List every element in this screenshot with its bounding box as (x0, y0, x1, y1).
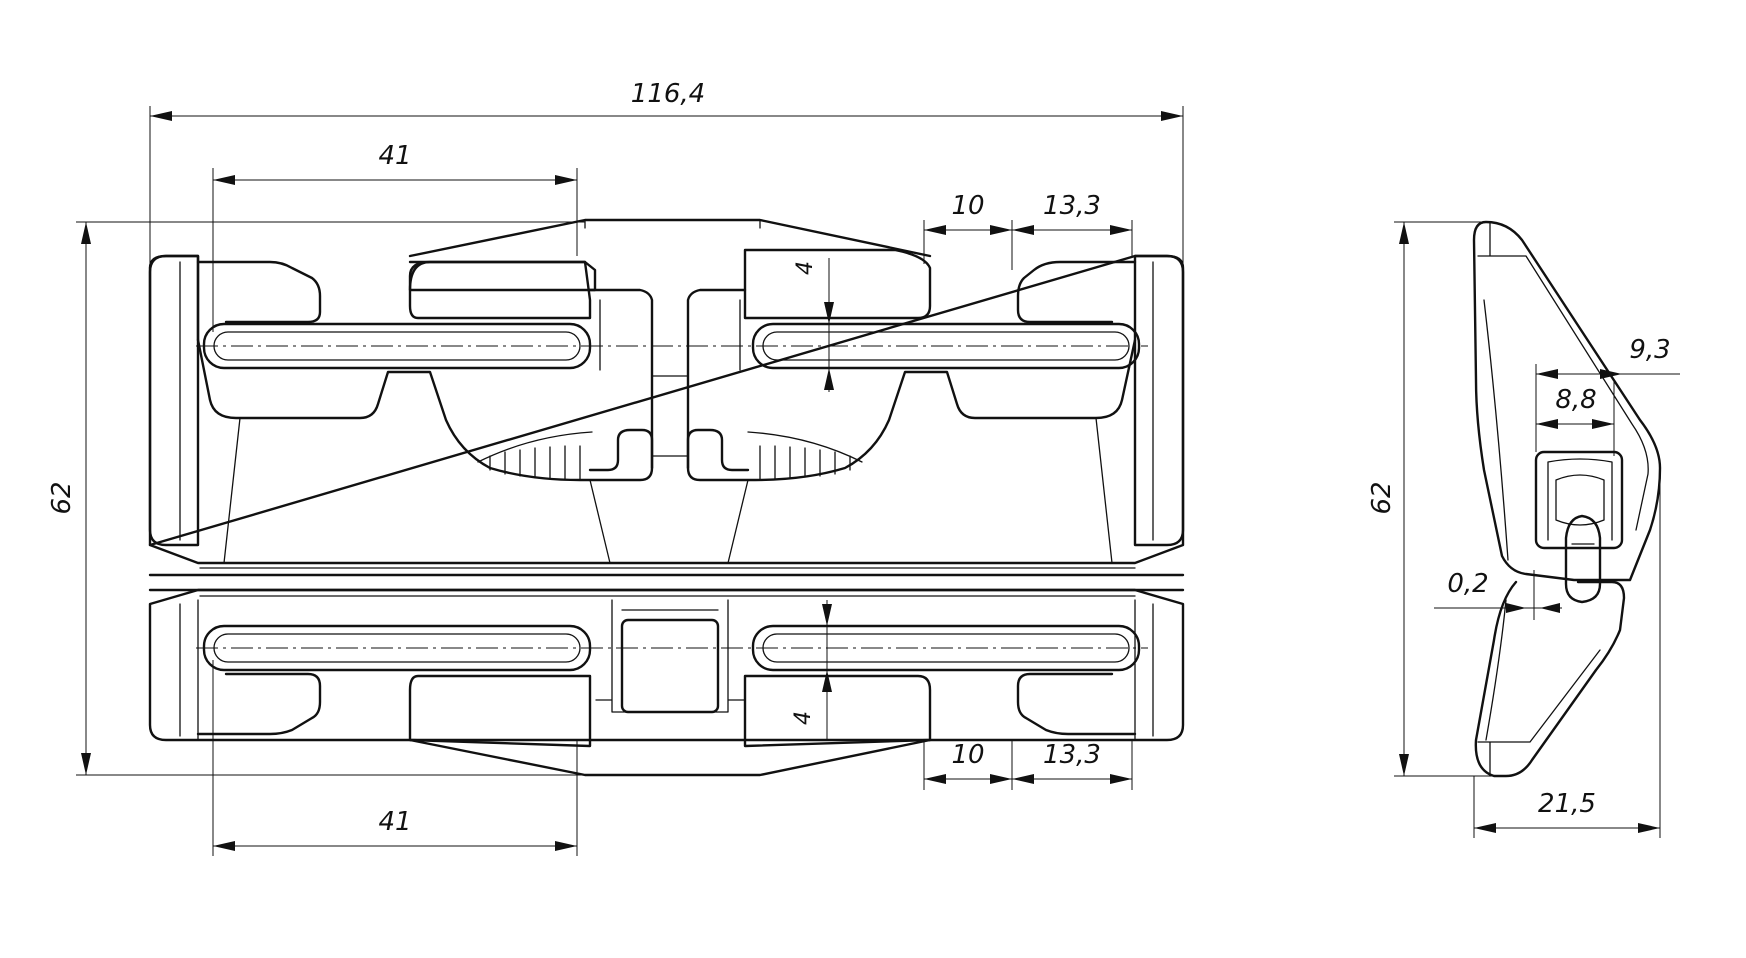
center-seam-detail (199, 567, 1136, 597)
arrow-41-bottom-left (213, 841, 235, 851)
arrow-13-bottom-right (1110, 774, 1132, 784)
center-seam (148, 573, 1185, 592)
bottom-right-hook (1016, 672, 1137, 736)
body-top-outline (148, 254, 1185, 565)
arrow-depth-right (1638, 823, 1660, 833)
arrow-13-top-left (1012, 225, 1034, 235)
front-view-dimensions: 116,4 62 41 10 13,3 4 (47, 79, 1184, 856)
arrow-13-bottom-left (1012, 774, 1034, 784)
arrow-10-top-left (924, 225, 946, 235)
top-left-block (408, 260, 592, 320)
arrow-side-height-bottom (1399, 754, 1409, 776)
arrow-10-bottom-right (990, 774, 1012, 784)
dim-tab-bottom: 13,3 (1043, 740, 1101, 770)
body-top-trapezoid (223, 417, 1113, 564)
side-latch-knob (1564, 514, 1602, 604)
bottom-right-slot (751, 624, 1141, 672)
top-left-lip (196, 338, 654, 482)
arrow-4-bottom-up (822, 604, 832, 626)
dim-tab-top: 13,3 (1043, 191, 1101, 221)
dim-overall-height: 62 (47, 481, 77, 514)
arrow-10-bottom-left (924, 774, 946, 784)
dim-side-height: 62 (1367, 481, 1397, 514)
arrow-0-2-left (1506, 603, 1526, 613)
top-right-slot (751, 322, 1141, 370)
arrow-8-8-left (1536, 419, 1558, 429)
side-view-dimensions: 62 21,5 9,3 8,8 0,2 (1367, 221, 1680, 838)
dim-slot-width-bottom: 4 (791, 711, 816, 725)
arrow-4-top-up (824, 302, 834, 324)
right-cap-bottom-inner (1134, 599, 1154, 741)
right-cap-top (1133, 254, 1185, 547)
body-bottom-outline (148, 588, 1185, 742)
bottom-left-block (408, 674, 592, 748)
arrow-height-top (81, 222, 91, 244)
front-view (148, 218, 1185, 777)
bottom-right-block (743, 674, 932, 748)
arrow-side-height-top (1399, 222, 1409, 244)
arrow-4-top-down (824, 368, 834, 390)
grip-ridges-top-left (477, 431, 593, 480)
side-lower-arm (1474, 580, 1626, 778)
left-cap-top (148, 254, 200, 547)
center-spine-top (588, 288, 747, 470)
top-ridge (408, 218, 932, 258)
dim-slot-length-bottom: 41 (378, 807, 411, 837)
bottom-center-detail (595, 599, 746, 713)
side-latch-housing (1534, 450, 1624, 550)
arrow-8-8-right (1592, 419, 1614, 429)
arrow-height-bottom (81, 753, 91, 775)
side-lower-arm-inner (1477, 599, 1601, 777)
arrow-10-top-right (990, 225, 1012, 235)
top-right-block (743, 248, 932, 320)
bottom-left-hook (196, 672, 322, 736)
side-upper-arm-inner (1477, 221, 1649, 561)
dim-gap-bottom: 10 (951, 740, 984, 770)
side-latch-detail (1547, 458, 1613, 541)
dim-overall-width: 116,4 (631, 79, 705, 109)
arrow-overall-left (150, 111, 172, 121)
arrow-depth-left (1474, 823, 1496, 833)
arrow-overall-right (1161, 111, 1183, 121)
top-left-hook (196, 260, 322, 324)
dim-slot-width-top: 4 (793, 261, 818, 275)
side-latch-knob-inner (1571, 543, 1595, 581)
bottom-center-window (620, 618, 720, 714)
arrow-41-top-left (213, 175, 235, 185)
arrow-0-2-right (1540, 603, 1560, 613)
dim-side-inner-width: 8,8 (1555, 385, 1596, 415)
top-right-hook (1016, 260, 1137, 324)
arrow-13-top-right (1110, 225, 1132, 235)
top-left-tab (408, 260, 597, 292)
arrow-41-top-right (555, 175, 577, 185)
dim-gap-top: 10 (951, 191, 984, 221)
arrow-9-3-right (1600, 369, 1622, 379)
top-right-lip (686, 338, 1137, 482)
dim-slot-length-top: 41 (378, 141, 411, 171)
dim-side-gap: 0,2 (1447, 569, 1488, 599)
arrow-4-bottom-down (822, 670, 832, 692)
grip-ridges-top-right (747, 431, 863, 480)
side-upper-arm (1472, 220, 1662, 582)
center-spine-detail (599, 299, 741, 457)
dim-side-outer-width: 9,3 (1629, 335, 1670, 365)
left-cap-bottom-inner (179, 599, 199, 741)
dim-side-depth: 21,5 (1538, 789, 1596, 819)
bottom-ridge (408, 738, 932, 777)
side-view (1472, 220, 1662, 778)
arrow-9-3-left (1536, 369, 1558, 379)
top-ridge-inner (584, 219, 761, 229)
arrow-41-bottom-right (555, 841, 577, 851)
